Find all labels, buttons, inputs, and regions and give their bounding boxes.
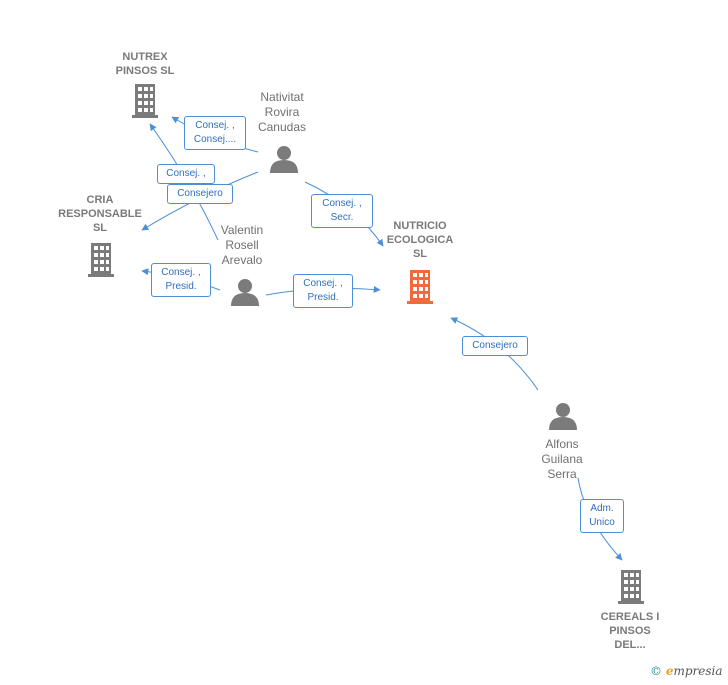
- alfons-person-icon: [549, 403, 577, 430]
- node-alfons-label[interactable]: Alfons Guilana Serra: [541, 437, 583, 481]
- edge-label-nativitat-cria[interactable]: Consejero: [167, 184, 233, 204]
- cria-building-icon: [88, 243, 114, 277]
- valentin-person-icon: [231, 279, 259, 306]
- nutricio-building-icon: [407, 270, 433, 304]
- edge-label-nativitat-nutricio[interactable]: Consej. , Secr.: [311, 194, 373, 228]
- edge-label-valentin-cria[interactable]: Consej. , Presid.: [151, 263, 211, 297]
- brand-initial: e: [665, 664, 674, 678]
- node-nutricio-label[interactable]: NUTRICIO ECOLOGICA SL: [386, 220, 454, 260]
- edge-label-alfons-nutricio[interactable]: Consejero: [462, 336, 528, 356]
- node-cereals-label[interactable]: CEREALS I PINSOS DEL...: [600, 611, 660, 651]
- edge-label-valentin-nutricio[interactable]: Consej. , Presid.: [293, 274, 353, 308]
- brand-name: mpresia: [673, 664, 723, 678]
- copyright-symbol: ©: [650, 664, 662, 678]
- edge-label-nativitat-nutrex[interactable]: Consej. , Consej....: [184, 116, 246, 150]
- empresia-watermark: © empresia: [650, 664, 723, 678]
- node-valentin-label[interactable]: Valentin Rosell Arevalo: [220, 223, 264, 267]
- edge-label-alfons-cereals[interactable]: Adm. Unico: [580, 499, 624, 533]
- cereals-building-icon: [618, 570, 644, 604]
- node-nativitat-label[interactable]: Nativitat Rovira Canudas: [257, 90, 307, 134]
- node-nutrex-label[interactable]: NUTREX PINSOS SL: [115, 51, 175, 77]
- edge-label-valentin-nutrex[interactable]: Consej. ,: [157, 164, 215, 184]
- nutrex-building-icon: [131, 84, 159, 118]
- node-cria-label[interactable]: CRIA RESPONSABLE SL: [58, 194, 142, 234]
- nativitat-person-icon: [270, 146, 298, 173]
